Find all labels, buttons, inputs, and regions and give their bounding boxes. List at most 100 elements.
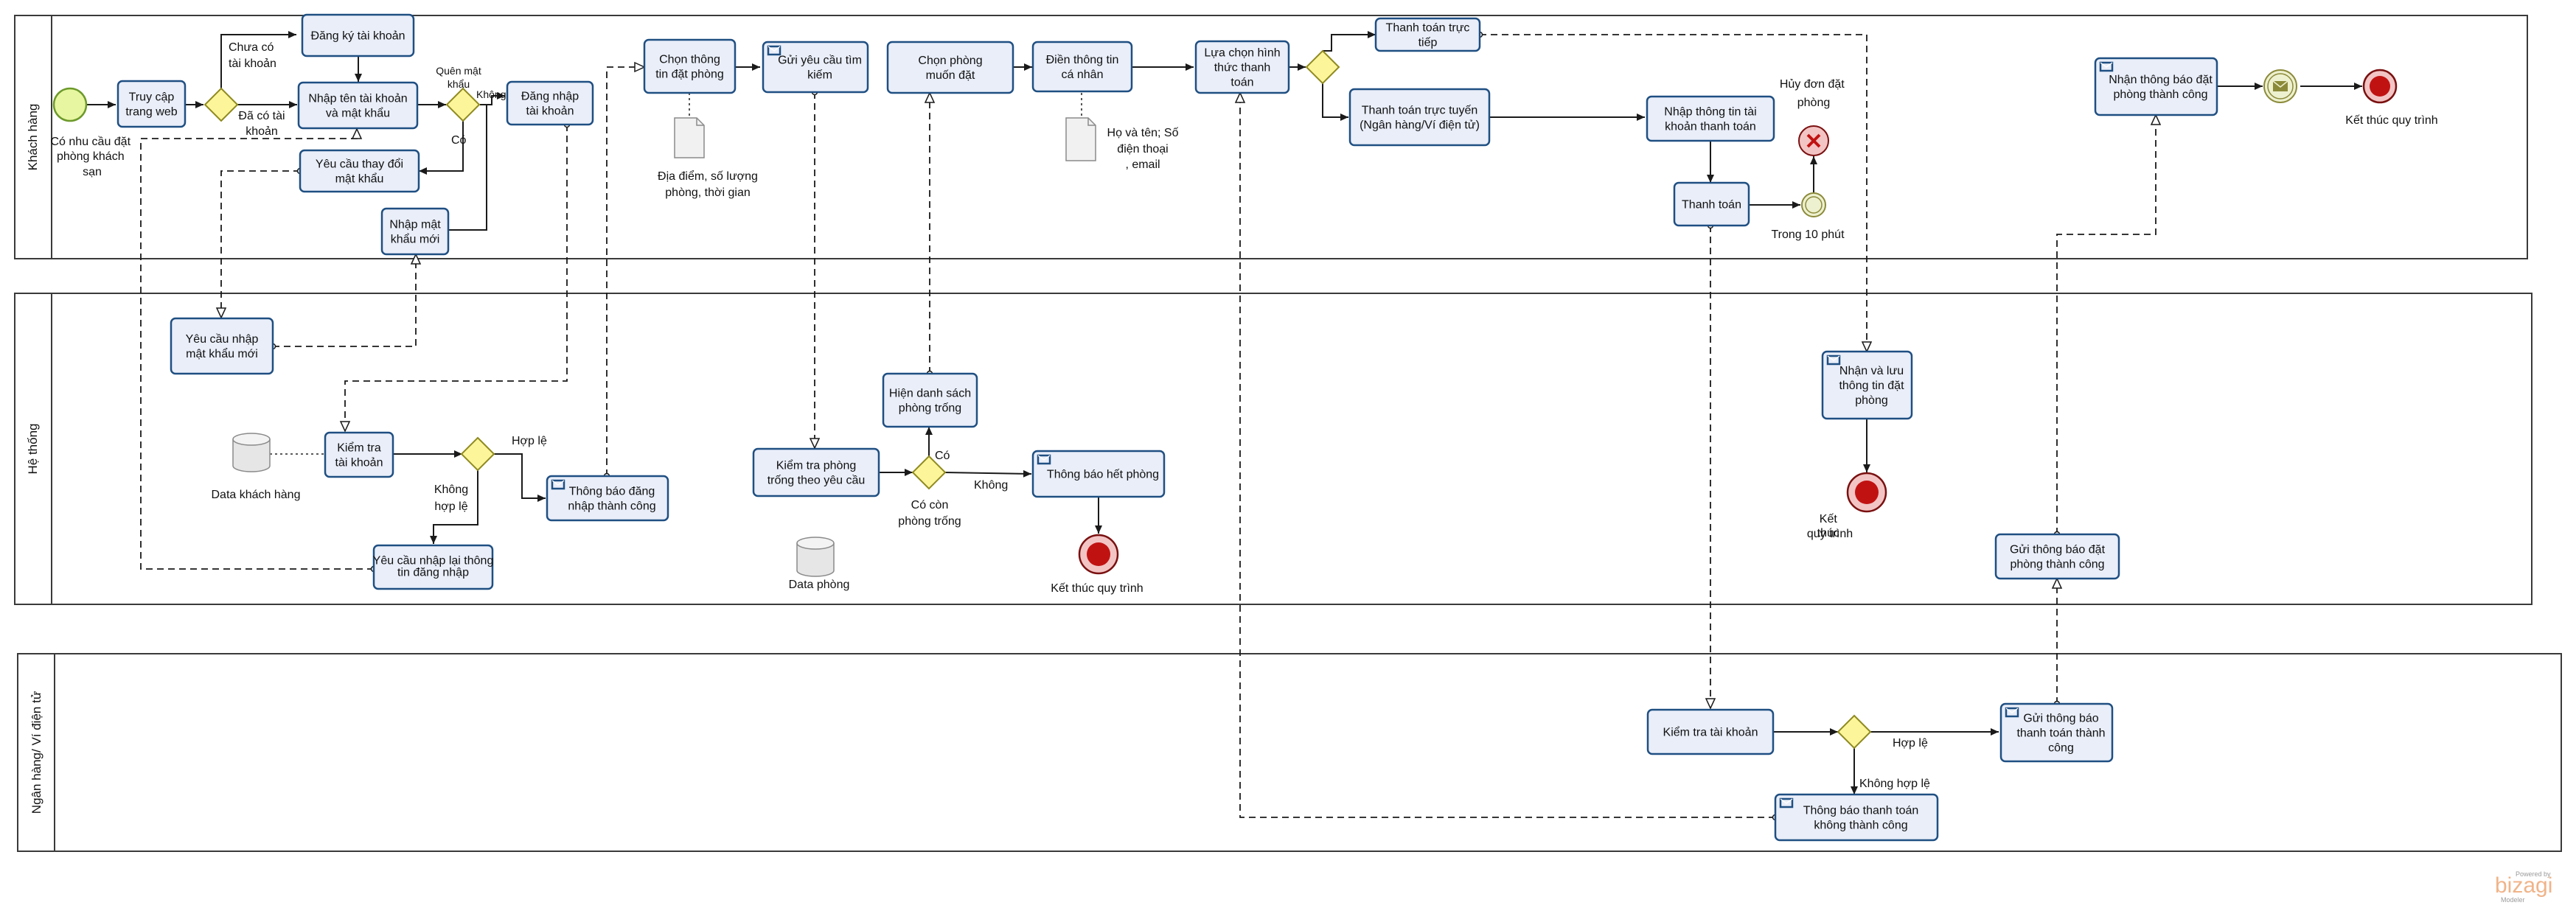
send-message-icon [2005, 707, 2019, 718]
label-yes: Có [451, 134, 467, 147]
bizagi-logo: Powered by bizagi Modeler [2495, 870, 2552, 904]
associations [270, 93, 1082, 455]
msg-login-check [339, 121, 571, 433]
gateway-forgot-password [445, 87, 481, 122]
send-message-icon [1826, 355, 1841, 366]
brand-sub: Modeler [2501, 896, 2525, 904]
task-bank-check[interactable]: Kiểm tra tài khoản [1646, 708, 1775, 755]
label-yes-rooms: Có [935, 450, 950, 462]
flow-gw-outofrooms [944, 469, 1032, 478]
flow-gw-register [220, 31, 296, 88]
message-flows [140, 31, 2162, 821]
msg-reenter-credentials [140, 128, 377, 573]
cancel-event-label: Hủy đơn đặt phòng [1780, 78, 1848, 109]
task-label: Thanh toán [1682, 199, 1741, 212]
msg-loginsuccess-info [603, 61, 646, 480]
timer-event-label: Trong 10 phút [1771, 228, 1845, 241]
task-label: Thông báo hết phòng [1047, 469, 1159, 481]
database-icon-customer [232, 433, 271, 472]
task-register[interactable]: Đăng ký tài khoản [301, 13, 415, 57]
brand-powered: Powered by [2516, 870, 2551, 878]
task-out-of-rooms[interactable]: Thông báo hết phòng [1031, 450, 1166, 498]
send-message-icon [767, 45, 781, 56]
start-event [52, 87, 88, 122]
database-icon-room [796, 537, 835, 577]
label-valid: Hợp lệ [512, 435, 547, 447]
events: Có nhu cầu đặt phòng khách sạn Kết thúc … [51, 69, 2438, 595]
document-icon-personal [1065, 117, 1096, 161]
send-message-icon [1779, 797, 1794, 809]
send-message-icon [1037, 454, 1051, 465]
task-pay[interactable]: Thanh toán [1673, 181, 1750, 227]
msg-reqpw-newpw [269, 253, 422, 350]
msg-direct-save [1476, 31, 1873, 353]
task-pay-online[interactable]: Thanh toán trực tuyến(Ngân hàng/Ví điện … [1348, 88, 1491, 147]
gateway-bank-valid [1837, 714, 1872, 750]
end-event-customer-core [2370, 76, 2390, 97]
flow-gw-loginsuccess [494, 453, 546, 502]
end-event-system-2-label: Kết thúc quy trình [1807, 513, 1853, 540]
gateway-valid-login [460, 436, 495, 472]
end-event-system-1-label: Kết thúc quy trình [1051, 582, 1143, 595]
lane-bank: Ngân hàng/ Ví điện tử [17, 653, 2562, 852]
task-label: Thanh toán trực tuyến(Ngân hàng/Ví điện … [1360, 105, 1480, 132]
cancel-x-icon [1806, 133, 1821, 148]
start-event-label: Có nhu cầu đặt phòng khách sạn [51, 136, 134, 178]
gateway-account [203, 87, 239, 122]
db-customer-label: Data khách hàng [212, 489, 301, 501]
label-bank-valid: Hợp lệ [1893, 737, 1928, 750]
send-message-icon [551, 479, 565, 490]
label-no: Không [476, 88, 506, 100]
flow-gw-reenter [430, 470, 478, 544]
label-no-rooms: Không [974, 479, 1008, 492]
